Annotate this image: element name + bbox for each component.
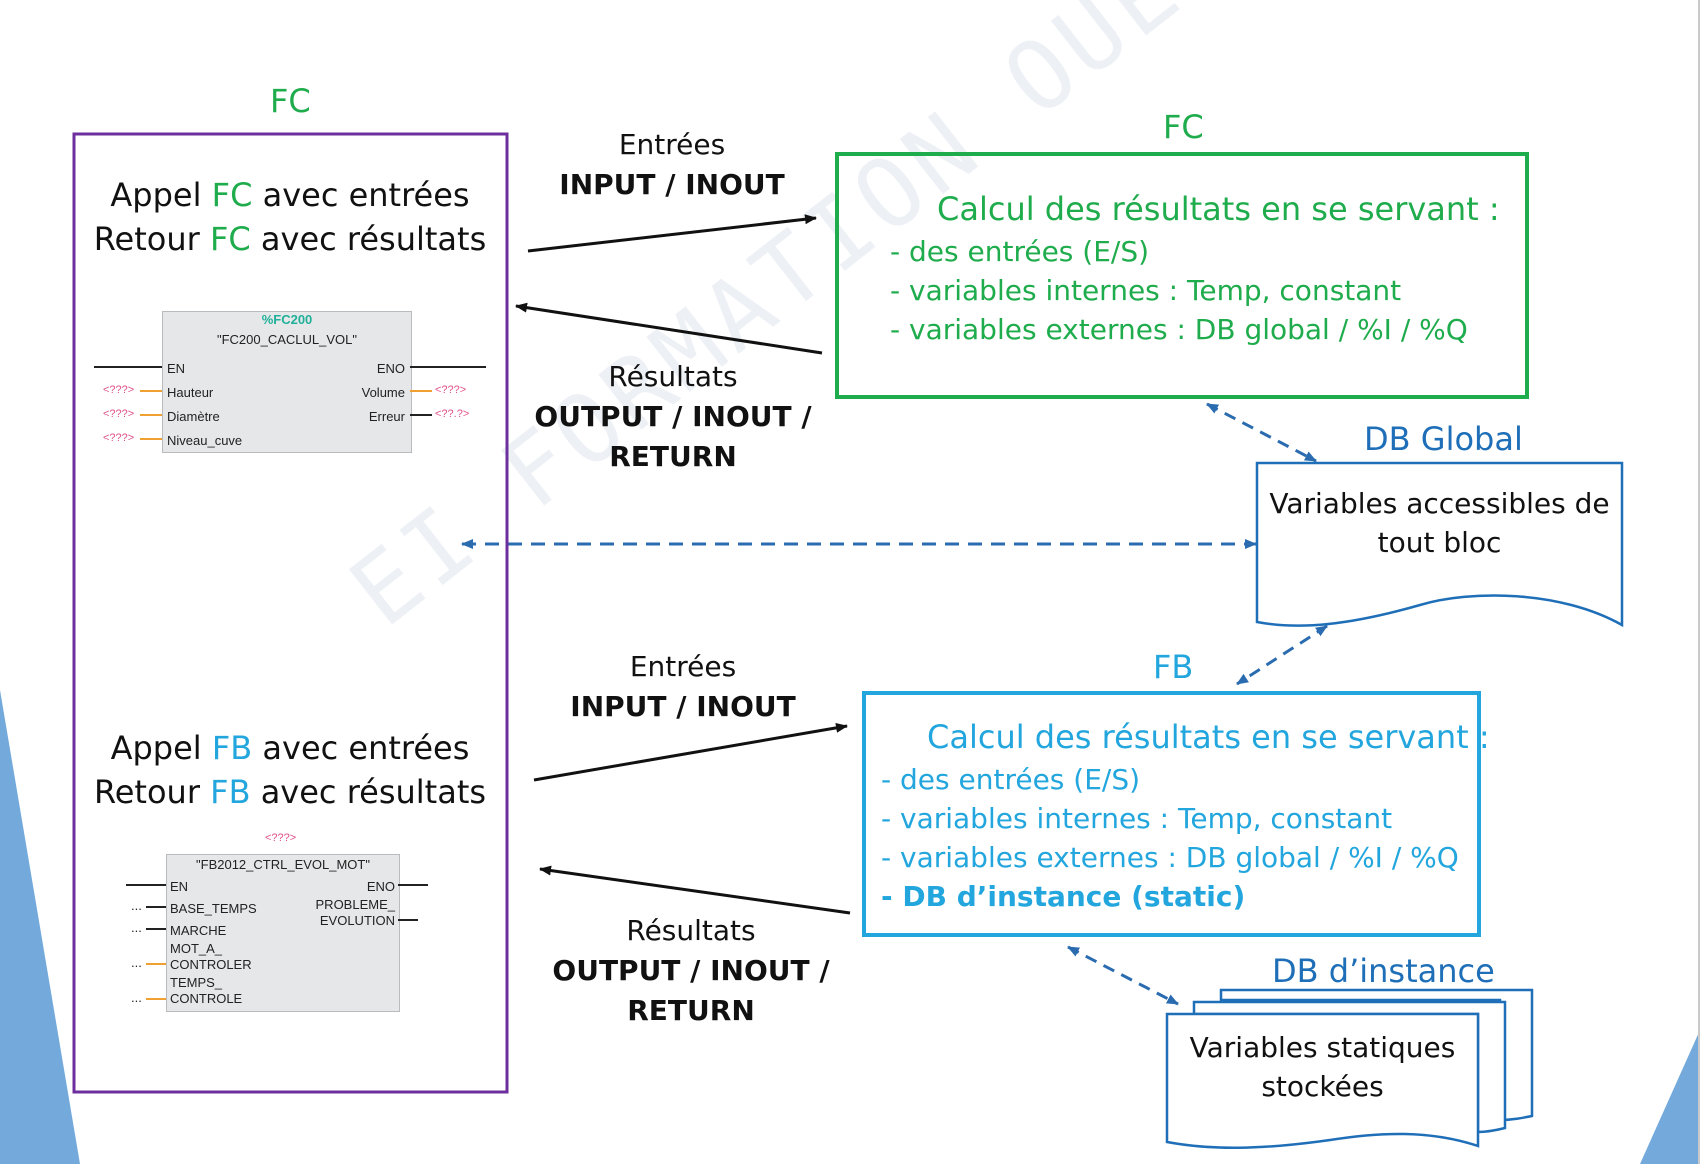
fb-box-label: FB <box>1153 648 1194 686</box>
db-global-label: DB Global <box>1364 420 1523 458</box>
fb-input-arrow <box>533 722 848 782</box>
fc-box-item-1: - des entrées (E/S) <box>890 235 1150 268</box>
fc-call-line2-kw: FC <box>209 220 251 258</box>
fc200-pin-volume: Volume <box>361 385 405 400</box>
fc200-id: %FC200 <box>261 312 313 327</box>
fb2012-pin-eno: ENO <box>366 879 395 894</box>
fc200-name: "FC200_CACLUL_VOL" <box>216 332 358 347</box>
fc-input-arrow <box>527 214 817 253</box>
left-fc-label: FC <box>270 82 311 120</box>
fb-box-bold-item: - DB d’instance (static) <box>881 880 1246 913</box>
db-instance-line1: Variables statiques <box>1189 1031 1456 1064</box>
fc-box-title: Calcul des résultats en se servant : <box>937 190 1500 228</box>
fc-output-arrow <box>515 302 823 355</box>
db-global-line1: Variables accessibles de <box>1269 487 1610 520</box>
fb2012-dots-marche: ... <box>131 920 142 935</box>
fb2012-pin-probleme: PROBLEME_ <box>315 897 395 912</box>
fb2012-pin-mot-a: MOT_A_ <box>170 941 223 956</box>
fb-db-global-link <box>1236 624 1328 686</box>
fb2012-pin-controler: CONTROLER <box>170 957 252 972</box>
fc200-block: %FC200 "FC200_CACLUL_VOL" EN Hauteur Dia… <box>162 311 412 453</box>
fb-box-item-2: - variables internes : Temp, constant <box>881 802 1393 835</box>
fc-call-line2-post: avec résultats <box>250 220 487 258</box>
fb2012-pin-controle: CONTROLE <box>170 991 243 1006</box>
fc-in-sub: INPUT / INOUT <box>559 168 785 201</box>
fb2012-pin-temps: TEMPS_ <box>170 975 223 990</box>
fb-out-sub1: OUTPUT / INOUT / <box>552 954 830 987</box>
fc200-ph-erreur: <??.?> <box>435 408 470 420</box>
fb-box-border <box>862 691 1481 937</box>
fc200-pin-hauteur: Hauteur <box>167 385 214 400</box>
fb2012-dots-mot: ... <box>131 955 142 970</box>
fc-out-sub2: RETURN <box>609 440 737 473</box>
fc200-pin-erreur: Erreur <box>368 409 405 424</box>
fb-in-sub: INPUT / INOUT <box>570 690 796 723</box>
db-instance-sheet-1 <box>1165 1012 1480 1150</box>
fc200-pin-eno: ENO <box>376 361 405 376</box>
fb-box-item-3: - variables externes : DB global / %I / … <box>881 841 1459 874</box>
fb-call-line2-pre: Retour <box>93 773 211 811</box>
fb-output-arrow <box>539 865 851 915</box>
fc200-ph-volume: <???> <box>435 384 467 396</box>
db-instance-label: DB d’instance <box>1272 952 1495 990</box>
fb-box-title: Calcul des résultats en se servant : <box>927 718 1490 756</box>
fc-call-line1-post: avec entrées <box>252 176 470 214</box>
fc200-pin-diametre: Diamètre <box>167 409 220 424</box>
fc-box-label: FC <box>1163 108 1204 146</box>
db-instance-line2: stockées <box>1261 1070 1384 1103</box>
fb2012-dots-temps: ... <box>131 990 142 1005</box>
fc-box-border <box>835 152 1529 399</box>
fb2012-pin-en: EN <box>170 879 189 894</box>
fb-call-line2: Retour FB avec résultats <box>90 773 490 811</box>
db-global-line2: tout bloc <box>1377 526 1502 559</box>
fb-out-title: Résultats <box>626 914 756 947</box>
fb-call-line2-kw: FB <box>210 773 251 811</box>
fc-box-item-3: - variables externes : DB global / %I / … <box>890 313 1468 346</box>
fc-call-line1-pre: Appel <box>110 176 212 214</box>
fb2012-pin-evolution: EVOLUTION <box>319 913 395 928</box>
fb-box-item-1: - des entrées (E/S) <box>881 763 1141 796</box>
fb-call-line1: Appel FB avec entrées <box>90 729 490 767</box>
fb-in-title: Entrées <box>629 650 737 683</box>
fb2012-block: "FB2012_CTRL_EVOL_MOT" EN BASE_TEMPS MAR… <box>166 854 400 1012</box>
fb-call-line1-post: avec entrées <box>252 729 470 767</box>
fc200-pin-niveau: Niveau_cuve <box>167 433 243 448</box>
caller-frame <box>72 132 509 1094</box>
fc-call-line1-kw: FC <box>211 176 253 214</box>
fb2012-dots-base: ... <box>131 898 142 913</box>
right-corner-triangle <box>1640 1030 1700 1164</box>
fb-db-instance-link <box>1067 945 1179 1006</box>
left-corner-triangle <box>0 690 80 1164</box>
fc200-ph-hauteur: <???> <box>103 384 135 396</box>
fb2012-pin-base-temps: BASE_TEMPS <box>170 901 257 916</box>
fb-out-sub2: RETURN <box>627 994 755 1027</box>
fc200-pin-en: EN <box>167 361 186 376</box>
fb2012-instance: <???> <box>265 832 297 844</box>
db-global-shape <box>1255 461 1624 628</box>
fc-box-item-2: - variables internes : Temp, constant <box>890 274 1402 307</box>
fc200-ph-diametre: <???> <box>103 408 135 420</box>
fb-call-line2-post: avec résultats <box>250 773 487 811</box>
fc-call-line1: Appel FC avec entrées <box>90 176 490 214</box>
fc-call-line2-pre: Retour <box>93 220 210 258</box>
fb2012-pin-marche: MARCHE <box>170 923 227 938</box>
fc-call-line2: Retour FC avec résultats <box>90 220 490 258</box>
fc-in-title: Entrées <box>618 128 726 161</box>
fb-call-line1-kw: FB <box>211 729 253 767</box>
fc200-ph-niveau: <???> <box>103 432 135 444</box>
fc-out-sub1: OUTPUT / INOUT / <box>534 400 812 433</box>
fc-db-global-link <box>1206 402 1317 463</box>
fc-out-title: Résultats <box>608 360 738 393</box>
fb2012-name: "FB2012_CTRL_EVOL_MOT" <box>196 857 370 872</box>
fb-call-line1-pre: Appel <box>110 729 212 767</box>
